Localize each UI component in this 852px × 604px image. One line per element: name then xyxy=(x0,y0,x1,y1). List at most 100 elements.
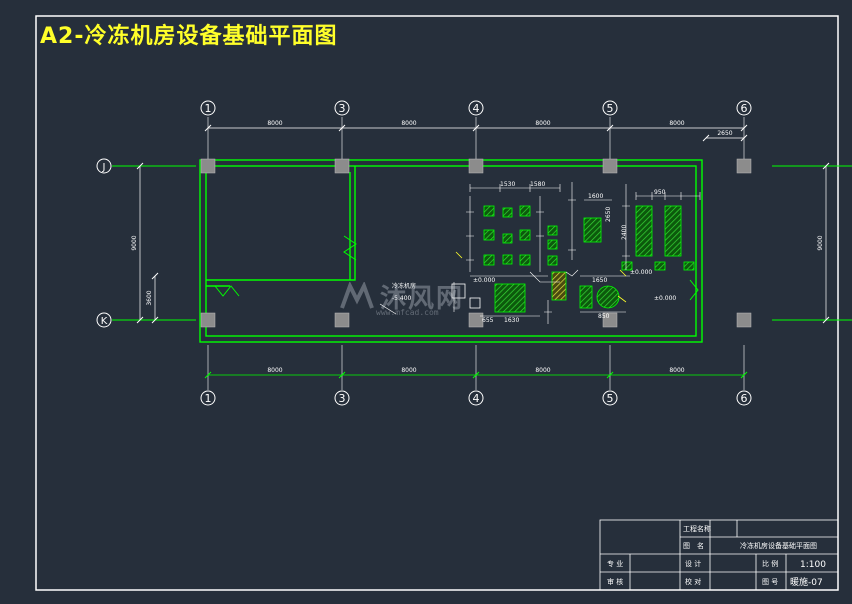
grid-axis-3: 33 xyxy=(334,100,350,406)
dim-850: 850 xyxy=(598,313,610,320)
structural-column xyxy=(200,158,216,174)
dim-text: 8000 xyxy=(669,367,684,374)
dim-text: 2650 xyxy=(717,130,732,137)
dimension-layer: 8000 8000 8000 8000 2650 8000 8000 8000 8000 9000… xyxy=(131,120,830,379)
grid-axis-5: 55 xyxy=(602,100,618,406)
grid-label: 4 xyxy=(473,392,480,405)
tb-drawing-label: 图 名 xyxy=(683,541,704,550)
dim-text: 8000 xyxy=(669,120,684,127)
grid-label: 5 xyxy=(607,102,614,115)
grid-bubble-1-top: 1 xyxy=(200,100,216,116)
dim-text: 3600 xyxy=(146,290,153,305)
grid-bubble-5-bottom: 5 xyxy=(602,390,618,406)
dim-1600: 1600 xyxy=(588,193,603,200)
structural-column xyxy=(736,158,752,174)
small-base-14 xyxy=(654,261,666,271)
door-symbols xyxy=(214,235,699,301)
grid-bubble-4-top: 4 xyxy=(468,100,484,116)
structural-column xyxy=(602,158,618,174)
small-base-12 xyxy=(502,254,513,265)
grid-bubble-3-top: 3 xyxy=(334,100,350,116)
chiller-base-2 xyxy=(664,205,682,257)
dim-1650: 1650 xyxy=(592,277,607,284)
elev-label-3: ±0.000 xyxy=(654,295,676,302)
bottom-dimension-chain: 8000 8000 8000 8000 xyxy=(204,367,748,379)
tb-design-label: 设 计 xyxy=(685,559,701,568)
grid-label: 4 xyxy=(473,102,480,115)
grid-axis-4: 44 xyxy=(468,100,484,406)
dim-text: 8000 xyxy=(401,120,416,127)
drawing-title: A2-冷冻机房设备基础平面图 xyxy=(40,24,338,49)
structural-column xyxy=(334,312,350,328)
tb-scale-label: 比 例 xyxy=(762,559,778,568)
dim-2400-v: 2400 xyxy=(621,225,628,240)
small-base-11 xyxy=(502,233,513,244)
dim-text: 8000 xyxy=(535,120,550,127)
grid-label: 3 xyxy=(339,392,346,405)
dim-text: 9000 xyxy=(817,235,824,250)
chiller-base-1 xyxy=(635,205,653,257)
sump-pit xyxy=(451,283,466,299)
structural-column xyxy=(602,312,618,328)
small-base-3 xyxy=(483,254,495,266)
small-base-7 xyxy=(547,225,558,236)
structural-column xyxy=(736,312,752,328)
small-base-5 xyxy=(519,229,531,241)
small-base-8 xyxy=(547,239,558,250)
pump-base-2 xyxy=(551,271,567,301)
small-base-2 xyxy=(483,229,495,241)
pump-base-3 xyxy=(579,285,593,309)
building-walls xyxy=(199,159,703,343)
pump-base-1 xyxy=(583,217,602,243)
small-base-1 xyxy=(483,205,495,217)
right-dimension: 9000 xyxy=(817,162,830,324)
grid-bubble-3-bottom: 3 xyxy=(334,390,350,406)
equipment-foundations xyxy=(451,205,695,313)
grid-label: 1 xyxy=(205,392,212,405)
dim-text: 8000 xyxy=(401,367,416,374)
dim-text: 8000 xyxy=(267,367,282,374)
sump-pit-2 xyxy=(469,297,481,309)
grid-label: 5 xyxy=(607,392,614,405)
tb-check-label: 校 对 xyxy=(685,577,701,586)
elev-label-1: -5.400 xyxy=(392,295,412,302)
dim-1530: 1530 xyxy=(500,181,515,188)
dim-2650-v: 2650 xyxy=(605,207,612,222)
elev-label-2: ±0.000 xyxy=(473,277,495,284)
small-base-9 xyxy=(547,255,558,266)
grid-bubble-1-bottom: 1 xyxy=(200,390,216,406)
top-dimension-chain: 8000 8000 8000 8000 xyxy=(204,120,748,132)
tb-review-label: 审 核 xyxy=(607,577,623,586)
grid-label: 3 xyxy=(339,102,346,115)
grid-bubble-6-top: 6 xyxy=(736,100,752,116)
dim-1580: 1580 xyxy=(530,181,545,188)
grid-label: K xyxy=(101,316,108,327)
dim-text: 9000 xyxy=(131,235,138,250)
structural-column xyxy=(468,312,484,328)
left-small-dimension: 3600 xyxy=(146,272,159,324)
elev-label-4: ±0.000 xyxy=(630,269,652,276)
grid-bubble-K: K xyxy=(96,312,112,328)
small-base-6 xyxy=(519,254,531,266)
round-tank-base xyxy=(596,285,620,309)
grid-bubble-4-bottom: 4 xyxy=(468,390,484,406)
small-base-15 xyxy=(683,261,695,271)
connector-marks xyxy=(455,251,627,303)
grid-axis-1: 11 xyxy=(200,100,216,406)
dim-text: 8000 xyxy=(267,120,282,127)
tb-specialty-label: 专 业 xyxy=(607,559,623,568)
grid-label: 6 xyxy=(741,102,748,115)
small-base-13 xyxy=(621,261,633,271)
dim-655: 655 xyxy=(482,317,494,324)
tb-project-label: 工程名称 xyxy=(683,524,711,533)
dim-text: 8000 xyxy=(535,367,550,374)
grid-bubble-6-bottom: 6 xyxy=(736,390,752,406)
tank-base xyxy=(494,283,526,313)
title-block-text: 工程名称 图 名 冷冻机房设备基础平面图 专 业 设 计 比 例 1:100 审… xyxy=(607,524,826,588)
drawing-frame xyxy=(35,15,839,591)
structural-column xyxy=(200,312,216,328)
dim-950: 950 xyxy=(654,189,666,196)
